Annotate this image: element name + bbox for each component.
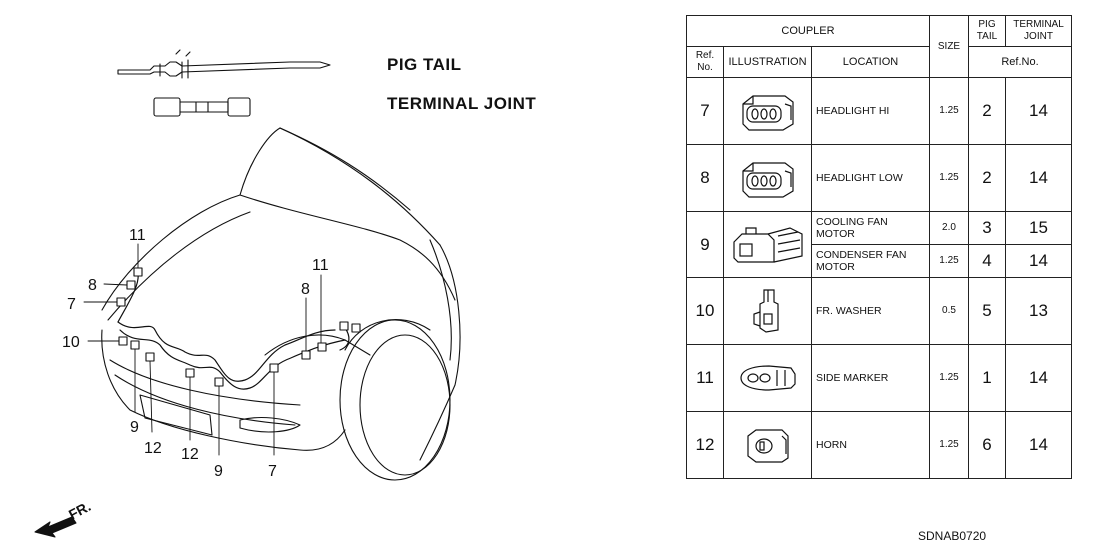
front-arrow-icon [34, 516, 77, 538]
row-pigtail: 5 [968, 277, 1006, 345]
row-size: 1.25 [929, 411, 969, 479]
side-marker-coupler-icon [739, 365, 796, 391]
row-pigtail: 1 [968, 344, 1006, 412]
header-size: SIZE [929, 15, 969, 78]
header-location: LOCATION [811, 46, 930, 78]
washer-coupler-icon [752, 289, 779, 333]
pigtail-label: PIG TAIL [387, 55, 462, 74]
horn-coupler-icon [746, 429, 789, 463]
3-pin-coupler-icon [741, 162, 794, 198]
row-location: HEADLIGHT HI [811, 77, 930, 145]
callout-7: 7 [268, 463, 277, 480]
diagram-code: SDNAB0720 [918, 529, 987, 543]
table-row: 11 SIDE MARKER 1.25 1 14 [686, 344, 1072, 412]
callout-12: 12 [181, 446, 199, 463]
row-size: 1.25 [929, 77, 969, 145]
row-terminal-joint: 14 [1005, 344, 1072, 412]
row-pigtail: 4 [968, 244, 1006, 278]
leader-lines [83, 243, 322, 456]
header-coupler: COUPLER [686, 15, 930, 47]
row-terminal-joint: 13 [1005, 277, 1072, 345]
row-terminal-joint: 14 [1005, 411, 1072, 479]
terminal-joint-label: TERMINAL JOINT [387, 94, 537, 113]
row-location: FR. WASHER [811, 277, 930, 345]
row-size: 2.0 [929, 211, 969, 245]
row-size: 1.25 [929, 344, 969, 412]
row-ref: 11 [686, 344, 724, 412]
row-size: 1.25 [929, 244, 969, 278]
terminal-joint-icon [153, 97, 251, 117]
row-pigtail: 2 [968, 144, 1006, 212]
table-row: 12 HORN 1.25 6 14 [686, 411, 1072, 479]
table-row: 7 HEADLIGHT HI 1.25 2 14 [686, 77, 1072, 145]
row-location: SIDE MARKER [811, 344, 930, 412]
row-ref: 7 [686, 77, 724, 145]
row-pigtail: 3 [968, 211, 1006, 245]
row-pigtail: 6 [968, 411, 1006, 479]
header-ref-no-sub: Ref.No. [968, 46, 1072, 78]
row-location: HORN [811, 411, 930, 479]
row-size: 1.25 [929, 144, 969, 212]
connector-markers [116, 267, 361, 387]
row-size: 0.5 [929, 277, 969, 345]
row-ref: 12 [686, 411, 724, 479]
row-ref: 9 [686, 211, 724, 278]
callout-7: 7 [67, 296, 76, 313]
row-terminal-joint: 14 [1005, 144, 1072, 212]
table-row: 8 HEADLIGHT LOW 1.25 2 14 [686, 144, 1072, 212]
row-terminal-joint: 14 [1005, 244, 1072, 278]
callout-9: 9 [130, 419, 139, 436]
header-ref-no: Ref.No. [686, 46, 724, 78]
row-ref: 8 [686, 144, 724, 212]
callout-12: 12 [144, 440, 162, 457]
callout-11: 11 [312, 257, 329, 274]
table-row: 10 FR. WASHER 0.5 5 13 [686, 277, 1072, 345]
callout-9: 9 [214, 463, 223, 480]
callout-8: 8 [88, 277, 97, 294]
pigtail-icon [117, 49, 331, 79]
row-terminal-joint: 15 [1005, 211, 1072, 245]
callout-8: 8 [301, 281, 310, 298]
car-body [101, 127, 461, 481]
callout-10: 10 [62, 334, 80, 351]
dual-coupler-icon [732, 226, 803, 263]
row-terminal-joint: 14 [1005, 77, 1072, 145]
row-pigtail: 2 [968, 77, 1006, 145]
header-illustration: ILLUSTRATION [723, 46, 812, 78]
row-ref: 10 [686, 277, 724, 345]
row-location: HEADLIGHT LOW [811, 144, 930, 212]
callout-11: 11 [129, 227, 146, 244]
wire-harness [117, 271, 350, 390]
3-pin-coupler-icon [741, 95, 794, 131]
